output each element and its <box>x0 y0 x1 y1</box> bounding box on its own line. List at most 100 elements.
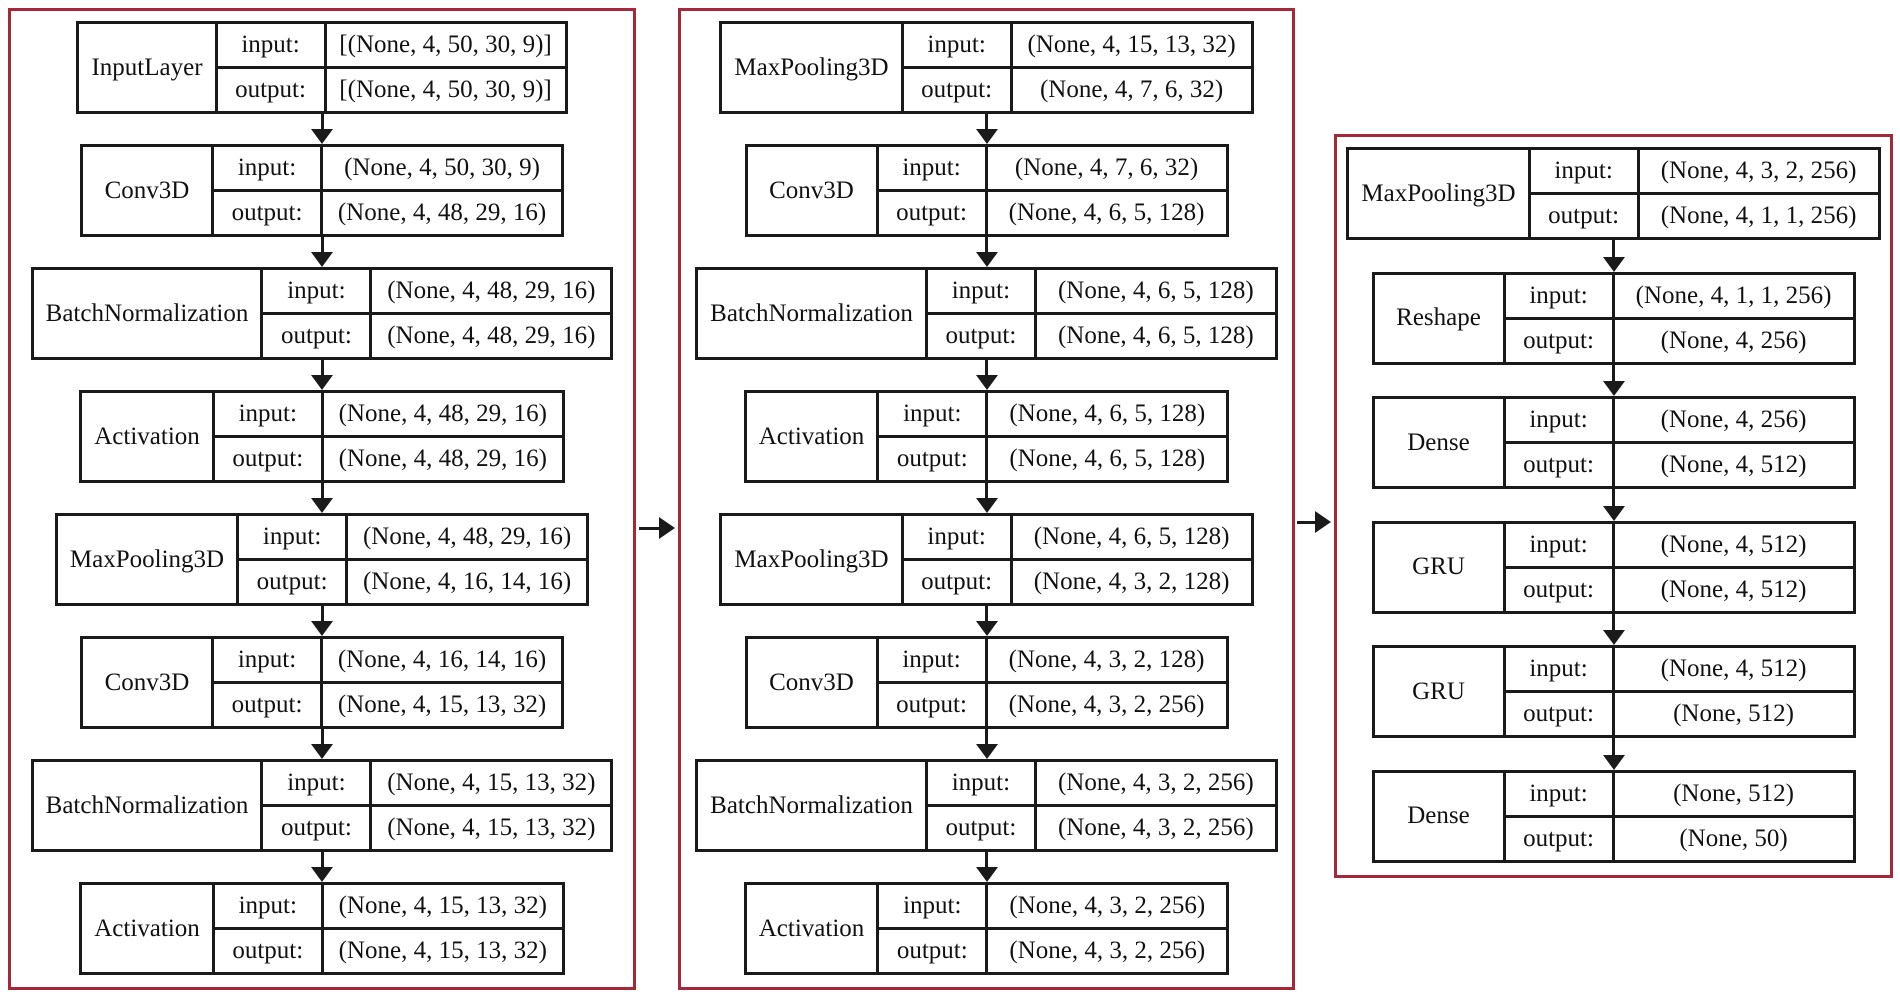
layer-block: GRU input: (None, 4, 512) output: (None,… <box>1371 645 1856 739</box>
input-label: input: <box>211 882 324 930</box>
layer-name: Activation <box>79 390 215 483</box>
input-shape: (None, 4, 48, 29, 16) <box>345 513 590 561</box>
layer-name: Reshape <box>1371 271 1506 365</box>
arrow-head <box>1602 754 1625 770</box>
input-shape: (None, 4, 6, 5, 128) <box>1033 267 1278 315</box>
layer-block: InputLayer input: [(None, 4, 50, 30, 9)]… <box>76 21 568 114</box>
down-arrow-icon <box>974 237 1000 267</box>
output-label: output: <box>1502 690 1615 739</box>
output-shape: (None, 4, 7, 6, 32) <box>1009 66 1254 114</box>
down-arrow-icon <box>309 606 335 636</box>
layer-block: Activation input: (None, 4, 48, 29, 16) … <box>79 390 565 483</box>
layer-block: Conv3D input: (None, 4, 3, 2, 128) outpu… <box>744 636 1229 729</box>
output-shape: (None, 4, 6, 5, 128) <box>1033 312 1278 360</box>
down-arrow-icon <box>309 360 335 390</box>
input-shape: (None, 4, 3, 2, 256) <box>1033 759 1278 807</box>
arrow-head <box>1315 511 1331 533</box>
input-shape: (None, 4, 15, 13, 32) <box>320 882 565 930</box>
input-shape: (None, 4, 15, 13, 32) <box>1009 21 1254 69</box>
input-shape: (None, 4, 15, 13, 32) <box>369 759 614 807</box>
output-label: output: <box>875 189 988 237</box>
input-shape: (None, 4, 6, 5, 128) <box>985 390 1230 438</box>
down-arrow-icon <box>1601 364 1627 397</box>
output-shape: [(None, 4, 50, 30, 9)] <box>323 66 568 114</box>
input-shape: (None, 4, 50, 30, 9) <box>320 144 564 192</box>
layer-block: Conv3D input: (None, 4, 50, 30, 9) outpu… <box>80 144 564 237</box>
output-shape: (None, 4, 16, 14, 16) <box>345 558 590 606</box>
layer-name: Conv3D <box>80 144 214 237</box>
input-shape: (None, 512) <box>1611 769 1856 818</box>
down-arrow-icon <box>309 483 335 513</box>
layer-name: Dense <box>1371 769 1506 863</box>
output-label: output: <box>211 189 323 237</box>
layer-name: Conv3D <box>744 144 879 237</box>
arrow-line <box>985 483 988 499</box>
output-label: output: <box>1502 441 1615 490</box>
layer-name: BatchNormalization <box>695 759 928 852</box>
output-label: output: <box>900 66 1013 114</box>
output-label: output: <box>1527 192 1640 240</box>
down-arrow-icon <box>974 114 1000 144</box>
arrow-line <box>320 237 324 253</box>
output-shape: (None, 4, 15, 13, 32) <box>320 927 565 975</box>
down-arrow-icon <box>309 114 335 144</box>
input-shape: [(None, 4, 50, 30, 9)] <box>323 21 568 69</box>
arrow-line <box>320 852 324 868</box>
output-shape: (None, 4, 48, 29, 16) <box>320 189 564 237</box>
layer-name: BatchNormalization <box>30 759 264 852</box>
input-shape: (None, 4, 6, 5, 128) <box>1009 513 1254 561</box>
output-shape: (None, 4, 15, 13, 32) <box>369 804 614 852</box>
arrow-head <box>975 252 998 267</box>
output-label: output: <box>1502 316 1615 365</box>
down-arrow-icon <box>1601 738 1627 770</box>
input-label: input: <box>924 759 1037 807</box>
arrow-line <box>1297 520 1315 524</box>
layer-name: Dense <box>1371 396 1506 490</box>
layer-name: BatchNormalization <box>695 267 928 360</box>
arrow-head <box>311 621 333 636</box>
layer-block: Reshape input: (None, 4, 1, 1, 256) outp… <box>1371 271 1856 365</box>
arrow-line <box>985 606 988 622</box>
down-arrow-icon <box>1601 613 1627 646</box>
output-shape: (None, 4, 15, 13, 32) <box>320 681 564 729</box>
input-label: input: <box>1502 645 1615 694</box>
arrow-line <box>985 852 988 868</box>
output-shape: (None, 4, 3, 2, 256) <box>984 681 1229 729</box>
layer-block: MaxPooling3D input: (None, 4, 6, 5, 128)… <box>719 513 1254 606</box>
output-shape: (None, 4, 6, 5, 128) <box>985 435 1230 483</box>
output-shape: (None, 4, 3, 2, 128) <box>1009 558 1254 606</box>
output-shape: (None, 50) <box>1611 814 1856 863</box>
arrow-line <box>985 237 988 253</box>
layer-block: GRU input: (None, 4, 512) output: (None,… <box>1371 520 1856 614</box>
down-arrow-icon <box>974 729 1000 759</box>
arrow-line <box>985 114 988 130</box>
layer-block: Dense input: (None, 512) output: (None, … <box>1371 769 1856 863</box>
arrow-head <box>1602 630 1625 646</box>
layer-name: MaxPooling3D <box>54 513 240 606</box>
input-label: input: <box>211 144 323 192</box>
input-shape: (None, 4, 3, 2, 256) <box>985 882 1230 930</box>
layer-name: InputLayer <box>76 21 218 114</box>
layer-block: Activation input: (None, 4, 6, 5, 128) o… <box>743 390 1230 483</box>
arrow-line <box>1612 240 1615 258</box>
down-arrow-icon <box>974 606 1000 636</box>
stage-3-panel: MaxPooling3D input: (None, 4, 3, 2, 256)… <box>1334 134 1893 878</box>
output-label: output: <box>1502 565 1615 614</box>
arrow-head <box>1602 381 1625 397</box>
down-arrow-icon <box>974 852 1000 882</box>
layer-block: BatchNormalization input: (None, 4, 3, 2… <box>695 759 1278 852</box>
layer-name: BatchNormalization <box>30 267 264 360</box>
arrow-head <box>975 375 998 390</box>
input-shape: (None, 4, 512) <box>1611 645 1856 694</box>
layer-name: MaxPooling3D <box>719 513 904 606</box>
down-arrow-icon <box>974 360 1000 390</box>
arrow-line <box>320 114 324 130</box>
down-arrow-icon <box>309 729 335 759</box>
output-shape: (None, 4, 48, 29, 16) <box>320 435 565 483</box>
arrow-head <box>975 129 998 144</box>
layer-block: BatchNormalization input: (None, 4, 48, … <box>30 267 614 360</box>
output-label: output: <box>924 312 1037 360</box>
layer-name: Conv3D <box>80 636 214 729</box>
input-label: input: <box>236 513 349 561</box>
output-label: output: <box>236 558 349 606</box>
